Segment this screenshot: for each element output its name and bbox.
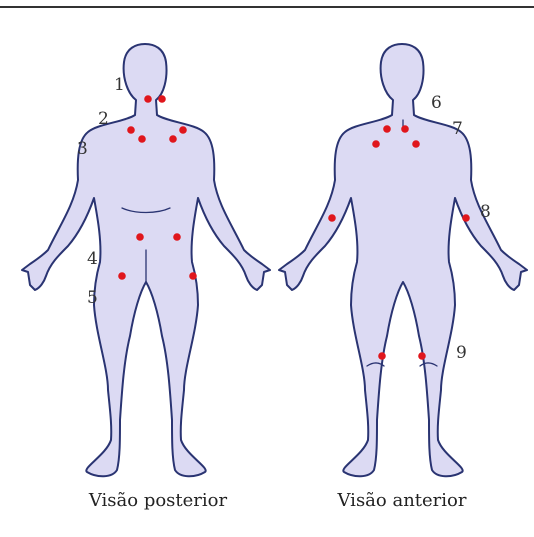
label-1: 1 xyxy=(114,75,125,95)
label-4: 4 xyxy=(87,249,98,269)
tender-point-gluteal-left xyxy=(136,233,144,241)
tender-point-second-rib-right xyxy=(412,140,420,148)
tender-point-epicondyle-right xyxy=(462,214,470,222)
tender-point-trochanter-left xyxy=(118,272,126,280)
anterior-body-outline xyxy=(279,44,527,476)
tender-point-trochanter-right xyxy=(189,272,197,280)
tender-point-trapezius-right xyxy=(179,126,187,134)
label-3: 3 xyxy=(77,139,88,159)
tender-point-trapezius-left xyxy=(127,126,135,134)
tender-point-knee-left xyxy=(378,352,386,360)
tender-point-occiput-right xyxy=(158,95,166,103)
tender-point-cervical-left xyxy=(383,125,391,133)
tender-point-second-rib-left xyxy=(372,140,380,148)
tender-point-cervical-right xyxy=(401,125,409,133)
tender-point-occiput-left xyxy=(144,95,152,103)
anterior-view-caption: Visão anterior xyxy=(337,490,467,511)
label-9: 9 xyxy=(456,343,467,363)
tender-point-epicondyle-left xyxy=(328,214,336,222)
label-7: 7 xyxy=(452,119,463,139)
tender-point-supraspinatus-right xyxy=(169,135,177,143)
label-5: 5 xyxy=(87,288,98,308)
anterior-figure xyxy=(279,44,527,476)
posterior-view-caption: Visão posterior xyxy=(88,490,228,511)
label-8: 8 xyxy=(480,202,491,222)
tender-point-knee-right xyxy=(418,352,426,360)
tender-point-gluteal-right xyxy=(173,233,181,241)
label-6: 6 xyxy=(431,93,442,113)
label-2: 2 xyxy=(98,109,109,129)
tender-point-supraspinatus-left xyxy=(138,135,146,143)
posterior-figure xyxy=(22,44,270,476)
